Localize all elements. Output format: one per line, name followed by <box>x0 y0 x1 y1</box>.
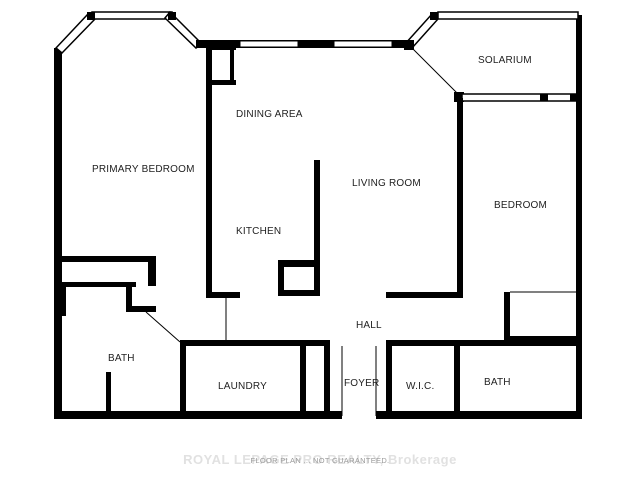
closet-right <box>148 256 156 286</box>
bedroom-left-wall <box>457 98 463 298</box>
pantry-side <box>230 44 234 82</box>
right-wall-lower <box>576 98 582 419</box>
footer-disclaimer: FLOOR PLAN ... NOT GUARANTEED. <box>250 456 390 465</box>
room-label-wic: W.I.C. <box>406 381 435 392</box>
pantry-bottom <box>206 80 236 85</box>
wic-right <box>454 340 460 416</box>
room-label-dining-area: DINING AREA <box>236 109 303 120</box>
laundry-left <box>180 340 186 416</box>
door-swings <box>56 286 578 416</box>
room-label-hall: HALL <box>356 320 382 331</box>
exterior-walls <box>54 15 582 419</box>
bath-door-jamb <box>126 282 132 312</box>
wic-top <box>386 340 578 346</box>
solarium-walls <box>403 11 579 102</box>
room-label-solarium: SOLARIUM <box>478 55 532 66</box>
room-label-primary-bedroom: PRIMARY BEDROOM <box>92 164 195 175</box>
room-label-bath-left: BATH <box>108 353 135 364</box>
bottom-wall-left <box>54 411 342 419</box>
peninsula-side <box>278 260 284 296</box>
room-label-foyer: FOYER <box>344 378 380 389</box>
peninsula-top <box>278 260 320 267</box>
room-label-bedroom: BEDROOM <box>494 200 548 211</box>
wic-left <box>386 340 392 416</box>
room-label-bath-right: BATH <box>484 377 511 388</box>
closet-bottom-left <box>62 282 136 287</box>
right-wall-upper <box>576 15 582 101</box>
left-wall <box>54 48 62 418</box>
peninsula-wall <box>314 160 320 296</box>
kitchen-left-wall <box>206 44 212 298</box>
bottom-wall-right <box>376 411 579 419</box>
bath-top-wall <box>126 306 156 312</box>
bedroom-bottom-wall <box>386 292 463 298</box>
bath-partition <box>106 372 111 416</box>
room-label-living-room: LIVING ROOM <box>352 178 421 189</box>
foyer-left <box>324 340 330 416</box>
pantry-top <box>206 44 236 50</box>
closet-top <box>62 256 156 262</box>
laundry-right <box>300 340 306 416</box>
closet-wall <box>504 292 510 340</box>
top-wall <box>196 40 412 48</box>
peninsula-bottom <box>278 290 320 296</box>
watermark-text: ROYAL LEPAGE PRO REALTY, Brokerage <box>183 452 457 467</box>
interior-walls <box>62 44 578 416</box>
room-label-kitchen: KITCHEN <box>236 226 282 237</box>
laundry-top <box>180 340 330 346</box>
kitchen-bottom-wall <box>206 292 240 298</box>
closet-bottom <box>504 336 578 342</box>
room-label-laundry: LAUNDRY <box>218 381 268 392</box>
primary-bay-window <box>54 10 204 55</box>
